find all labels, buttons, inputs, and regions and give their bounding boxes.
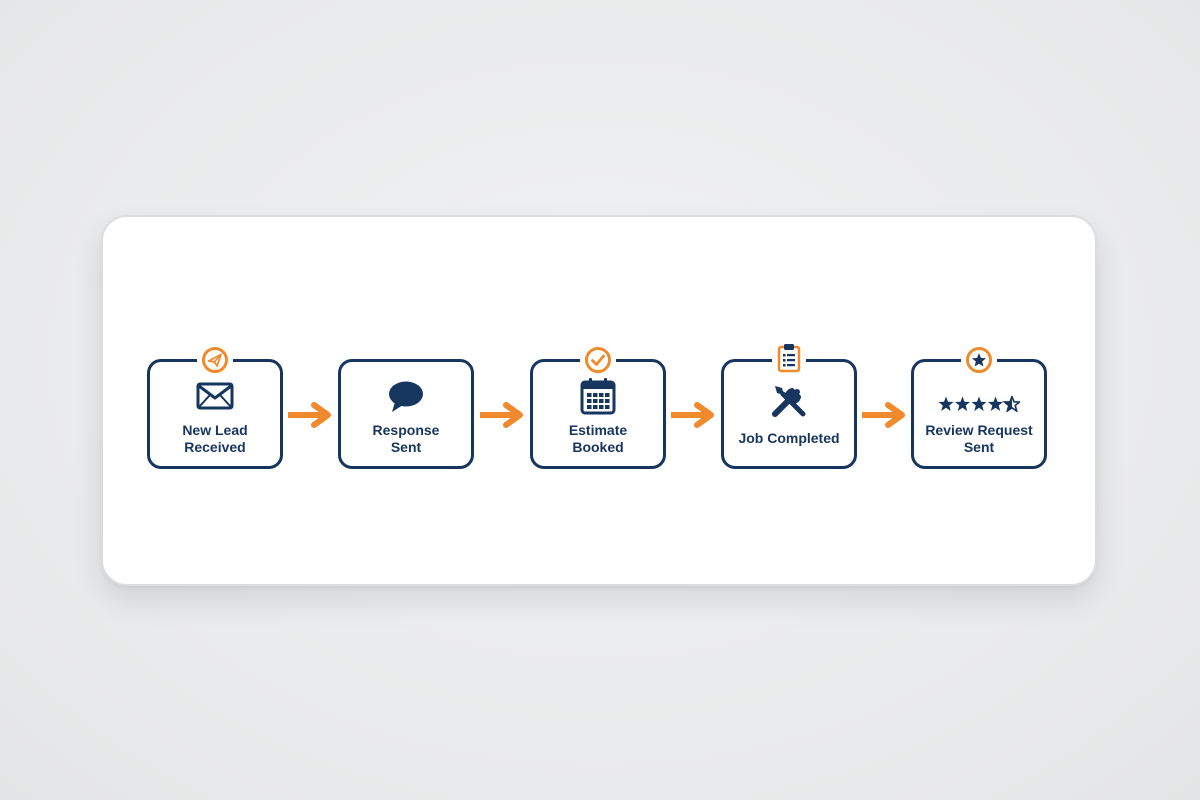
step-label: Job Completed [738,430,840,446]
step-response-sent: Response Sent [338,359,474,469]
step-label: Estimate Booked [568,422,628,455]
checkmark-icon [580,346,616,379]
step-new-lead-received: New Lead Received [147,346,283,469]
arrow-icon [668,402,717,433]
step-label: Response Sent [372,422,440,455]
wrench-screwdriver-icon [769,380,809,425]
paper-plane-icon [197,346,233,379]
step-label: New Lead Received [182,422,248,455]
arrow-icon [477,402,526,433]
envelope-icon [196,382,234,415]
clipboard-icon [772,343,806,378]
star-icon [961,346,997,379]
speech-bubble-icon [386,380,426,419]
step-review-request-sent: Review Request Sent [911,346,1047,469]
step-job-completed: Job Completed [721,343,857,469]
arrow-icon [859,402,908,433]
star-rating-icon [938,394,1022,417]
arrow-icon [285,402,334,433]
step-estimate-booked: Estimate Booked [530,346,666,469]
calendar-icon [580,377,616,420]
step-label: Review Request Sent [925,422,1033,455]
